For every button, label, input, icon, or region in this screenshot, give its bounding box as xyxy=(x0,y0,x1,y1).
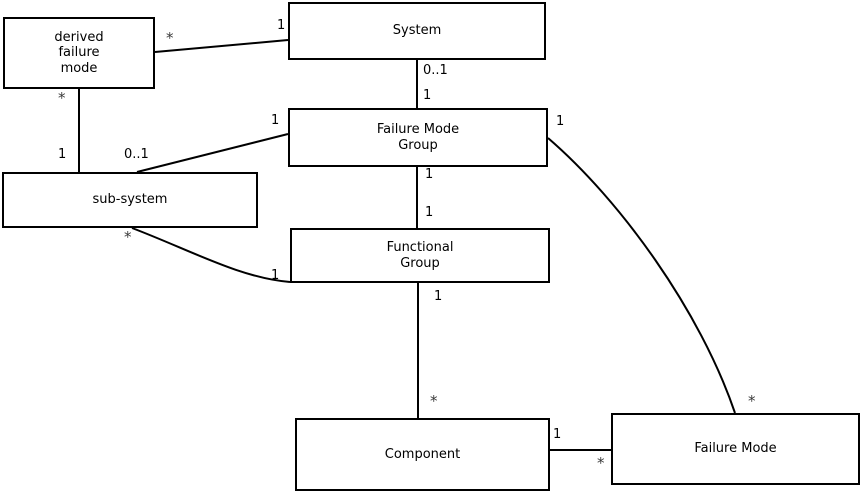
edge-sub-system-functional-group xyxy=(131,227,291,283)
multiplicity-label: 0..1 xyxy=(423,63,448,78)
class-box-sub-system[interactable]: sub-system xyxy=(2,172,258,228)
multiplicity-label: * xyxy=(597,454,605,472)
class-box-failure-mode[interactable]: Failure Mode xyxy=(611,413,860,485)
class-box-functional-group[interactable]: Functional Group xyxy=(290,228,550,283)
multiplicity-label: 1 xyxy=(553,427,562,442)
multiplicity-label: 1 xyxy=(423,88,432,103)
class-box-label: Failure Mode xyxy=(694,441,777,457)
multiplicity-label: * xyxy=(166,29,174,47)
multiplicity-label: 1 xyxy=(434,289,443,304)
class-box-label: derived failure mode xyxy=(54,30,104,76)
edge-derived-failure-mode-system xyxy=(154,39,289,53)
class-box-label: System xyxy=(392,23,442,39)
multiplicity-label: 1 xyxy=(425,205,434,220)
multiplicity-label: 1 xyxy=(277,18,286,33)
multiplicity-label: 1 xyxy=(271,113,280,128)
multiplicity-label: * xyxy=(58,89,66,107)
class-box-label: Failure Mode Group xyxy=(376,122,460,153)
class-box-derived-failure-mode[interactable]: derived failure mode xyxy=(3,17,155,89)
class-box-label: Component xyxy=(384,446,461,462)
class-box-label: sub-system xyxy=(92,192,168,208)
multiplicity-label: 1 xyxy=(271,268,280,283)
multiplicity-label: 0..1 xyxy=(124,147,149,162)
class-box-label: Functional Group xyxy=(386,240,454,271)
multiplicity-label: 1 xyxy=(58,147,67,162)
class-box-system[interactable]: System xyxy=(288,2,546,60)
multiplicity-label: * xyxy=(124,228,132,246)
edge-sub-system-failure-mode-group xyxy=(136,133,289,173)
class-box-failure-mode-group[interactable]: Failure Mode Group xyxy=(288,108,548,167)
multiplicity-label: * xyxy=(748,392,756,410)
multiplicity-label: 1 xyxy=(556,114,565,129)
class-box-component[interactable]: Component xyxy=(295,418,550,491)
multiplicity-label: * xyxy=(430,392,438,410)
edge-failure-mode-group-failure-mode xyxy=(547,137,736,414)
multiplicity-label: 1 xyxy=(425,167,434,182)
